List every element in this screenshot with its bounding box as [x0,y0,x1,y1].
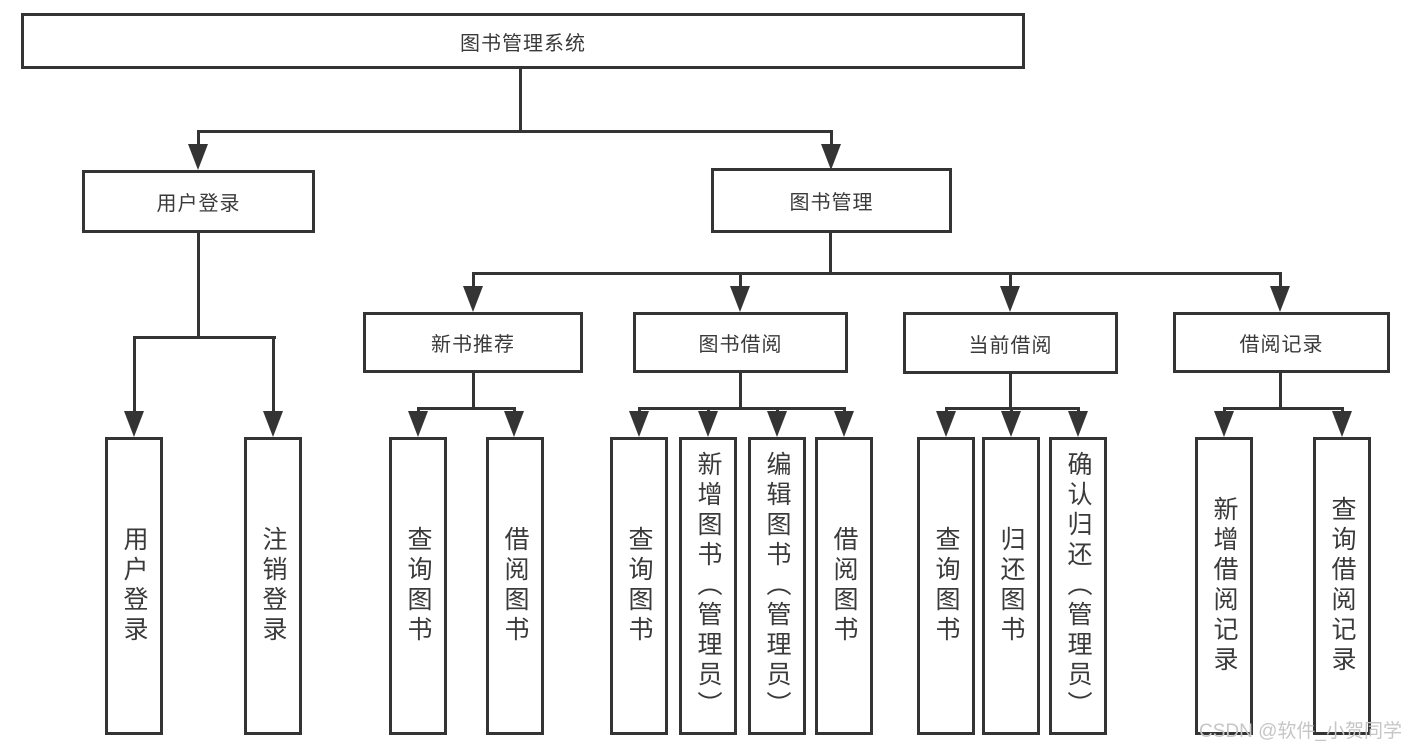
leaf-borrow-books-recommend-label: 借阅图书 [501,526,529,646]
arrow-down-icon [408,411,428,437]
node-root-library-system: 图书管理系统 [21,13,1025,69]
connector-borrow-stub [739,373,742,408]
arrow-down-icon [1270,286,1290,312]
leaf-query-books-borrow-label: 查询图书 [625,526,653,646]
connector-root-bar [197,130,833,133]
connector-login-drop-2 [272,336,275,412]
node-new-book-recommend: 新书推荐 [363,312,583,373]
leaf-user-login: 用户登录 [105,437,163,735]
arrow-down-icon [767,411,787,437]
leaf-borrow-books-borrow-label: 借阅图书 [830,526,858,646]
connector-mgmt-drop-4 [1279,272,1282,287]
leaf-query-borrow-record-label: 查询借阅记录 [1328,496,1356,676]
leaf-query-books-current-label: 查询图书 [932,526,960,646]
arrow-down-icon [463,286,483,312]
leaf-user-login-label: 用户登录 [120,526,148,646]
leaf-add-borrow-record: 新增借阅记录 [1195,437,1253,735]
connector-mgmt-bar [472,272,1282,275]
arrow-down-icon [730,286,750,312]
connector-records-stub [1279,373,1282,408]
leaf-return-book-label: 归还图书 [997,526,1025,646]
csdn-watermark: CSDN @软件_小贺同学 [1199,721,1402,742]
connector-borrow-drop-3 [776,407,779,414]
node-book-borrow-label: 图书借阅 [698,334,783,356]
connector-login-drop-1 [133,336,136,412]
node-borrow-records: 借阅记录 [1173,312,1390,373]
arrow-down-icon [834,411,854,437]
connector-mgmt-stub [829,233,832,274]
leaf-confirm-return-admin-label: 确认归还（管理员） [1064,451,1092,721]
arrow-down-icon [1332,411,1352,437]
connector-records-drop-1 [1223,407,1226,414]
node-root-label: 图书管理系统 [460,32,586,55]
node-user-login: 用户登录 [82,170,315,233]
connector-borrow-drop-2 [707,407,710,414]
arrow-down-icon [1001,411,1021,437]
leaf-edit-book-admin: 编辑图书（管理员） [748,437,806,735]
connector-recommend-drop-1 [417,407,420,414]
arrow-down-icon [698,411,718,437]
leaf-query-books-recommend-label: 查询图书 [404,526,432,646]
connector-mgmt-drop-2 [739,272,742,287]
arrow-down-icon [1214,411,1234,437]
leaf-add-borrow-record-label: 新增借阅记录 [1210,496,1238,676]
arrow-down-icon [1000,286,1020,312]
arrow-down-icon [124,411,144,437]
arrow-down-icon [504,411,524,437]
leaf-query-books-recommend: 查询图书 [389,437,447,735]
leaf-query-books-borrow: 查询图书 [610,437,668,735]
connector-login-stub [197,233,200,336]
arrow-down-icon [936,411,956,437]
connector-current-drop-2 [1010,407,1013,414]
leaf-edit-book-admin-label: 编辑图书（管理员） [763,451,791,721]
arrow-down-icon [1068,411,1088,437]
leaf-confirm-return-admin: 确认归还（管理员） [1049,437,1107,735]
arrow-down-icon [629,411,649,437]
connector-recommend-drop-2 [513,407,516,414]
connector-mgmt-drop-3 [1009,272,1012,287]
connector-recommend-bar [417,407,516,410]
connector-mgmt-drop-1 [472,272,475,287]
node-new-book-recommend-label: 新书推荐 [431,334,515,356]
connector-current-stub [1009,374,1012,408]
node-current-borrow-label: 当前借阅 [968,334,1053,357]
node-book-borrow: 图书借阅 [633,312,848,373]
arrow-down-icon [188,144,208,170]
connector-recommend-stub [472,373,475,408]
connector-login-bar [133,336,276,339]
node-current-borrow: 当前借阅 [903,312,1118,374]
connector-records-bar [1223,407,1344,410]
connector-borrow-drop-4 [843,407,846,414]
node-book-management-label: 图书管理 [789,192,874,214]
leaf-logout-label: 注销登录 [259,526,287,646]
leaf-borrow-books-recommend: 借阅图书 [486,437,544,735]
connector-borrow-bar [638,407,846,410]
leaf-return-book: 归还图书 [982,437,1040,735]
node-borrow-records-label: 借阅记录 [1239,334,1324,356]
connector-root-drop-left [197,130,200,146]
node-book-management: 图书管理 [711,168,952,233]
leaf-query-books-current: 查询图书 [917,437,975,735]
leaf-borrow-books-borrow: 借阅图书 [815,437,873,735]
connector-current-drop-3 [1077,407,1080,414]
node-user-login-label: 用户登录 [156,193,241,215]
leaf-add-book-admin: 新增图书（管理员） [679,437,737,735]
connector-records-drop-2 [1341,407,1344,414]
connector-root-drop-right [830,130,833,146]
arrow-down-icon [263,411,283,437]
arrow-down-icon [821,144,841,170]
connector-root-stub [519,69,522,130]
connector-borrow-drop-1 [638,407,641,414]
leaf-add-book-admin-label: 新增图书（管理员） [694,451,722,721]
leaf-query-borrow-record: 查询借阅记录 [1313,437,1371,735]
leaf-logout: 注销登录 [244,437,302,735]
connector-current-drop-1 [945,407,948,414]
